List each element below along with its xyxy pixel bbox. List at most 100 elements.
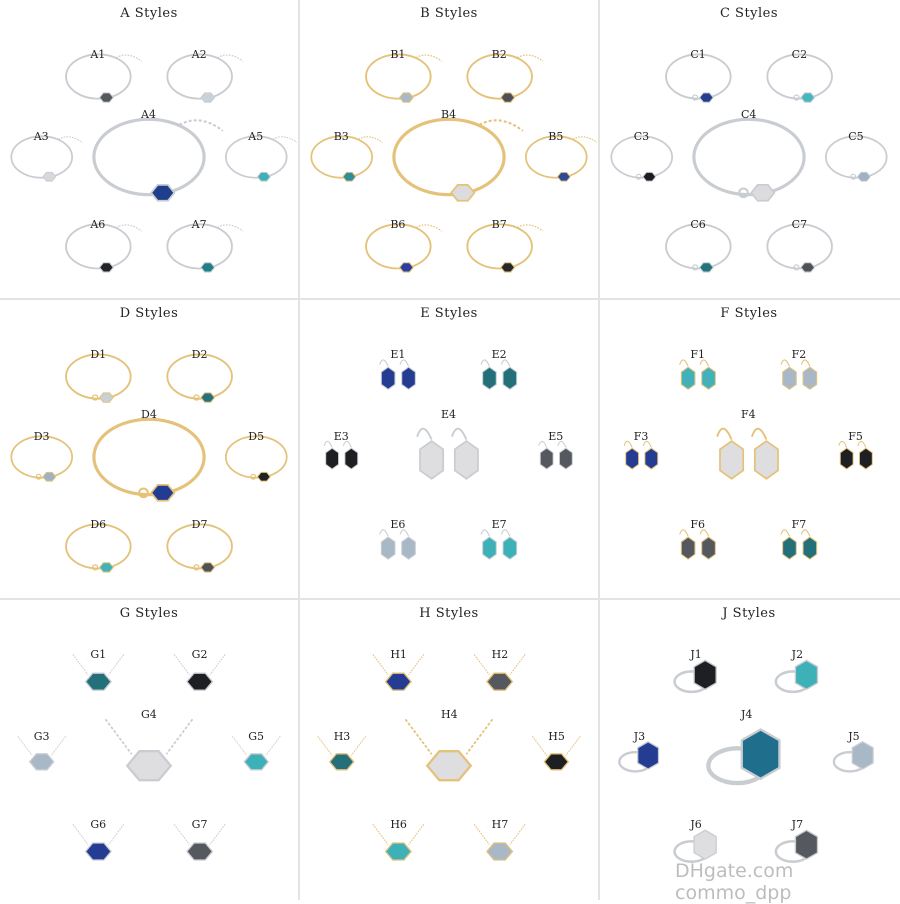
necklace-chain xyxy=(17,735,67,756)
item-label-a1: A1 xyxy=(90,47,106,61)
item-label-c7: C7 xyxy=(791,217,808,231)
item-h7 xyxy=(473,823,526,861)
item-label-f5: F5 xyxy=(848,429,863,443)
ear-wire xyxy=(416,427,433,440)
ear-wire xyxy=(557,440,567,448)
druzy-stone xyxy=(256,471,271,482)
item-label-d2: D2 xyxy=(191,347,208,361)
item-label-e3: E3 xyxy=(333,429,349,443)
druzy-stone xyxy=(740,728,781,781)
druzy-stone xyxy=(482,536,497,560)
ear-wire xyxy=(679,529,689,537)
item-h3 xyxy=(317,735,367,771)
bangle-knot xyxy=(691,94,699,101)
item-j5 xyxy=(832,741,874,773)
product-art xyxy=(317,654,581,861)
item-e1 xyxy=(379,359,416,390)
druzy-stone xyxy=(380,366,396,390)
item-j7 xyxy=(774,829,819,863)
item-h6 xyxy=(372,823,425,861)
necklace-chain xyxy=(173,823,226,846)
druzy-pendant xyxy=(84,672,112,691)
item-e7 xyxy=(480,529,518,560)
item-label-d6: D6 xyxy=(90,517,107,531)
item-label-d3: D3 xyxy=(33,429,50,443)
extender-chain xyxy=(572,136,598,143)
item-j3 xyxy=(618,741,660,773)
extender-chain xyxy=(58,136,83,143)
item-j1 xyxy=(673,659,717,694)
bracelet-band xyxy=(166,353,233,400)
bracelet-band xyxy=(92,417,206,497)
panel-title: B Styles xyxy=(420,6,478,21)
necklace-chain xyxy=(372,654,425,676)
ear-wire xyxy=(480,529,490,537)
bangle-knot xyxy=(91,394,99,401)
item-d7 xyxy=(166,523,233,573)
bracelet-band xyxy=(665,223,732,270)
bangle-knot xyxy=(138,487,149,499)
item-a1 xyxy=(65,53,142,103)
druzy-pendant xyxy=(384,842,412,861)
item-label-j5: J5 xyxy=(848,729,860,743)
item-a6 xyxy=(65,223,142,273)
item-label-g3: G3 xyxy=(33,729,50,743)
druzy-stone xyxy=(419,439,445,480)
item-f4 xyxy=(716,427,779,480)
bracelet-band xyxy=(166,223,233,270)
druzy-stone xyxy=(200,562,216,573)
ear-wire xyxy=(379,359,389,367)
druzy-stone xyxy=(325,447,340,470)
item-label-c2: C2 xyxy=(791,47,808,61)
item-g6 xyxy=(72,823,125,861)
ear-wire xyxy=(399,529,410,537)
item-label-f6: F6 xyxy=(690,517,705,531)
druzy-stone xyxy=(256,171,271,182)
druzy-pendant xyxy=(384,672,412,691)
druzy-stone xyxy=(698,92,714,103)
bracelet-band xyxy=(766,223,833,270)
extender-chain xyxy=(217,224,244,232)
item-b5 xyxy=(525,135,598,182)
panel-title: H Styles xyxy=(419,606,479,621)
item-label-j2: J2 xyxy=(791,647,804,661)
bracelet-band xyxy=(65,53,132,100)
extender-chain xyxy=(178,119,224,132)
extender-chain xyxy=(272,136,298,143)
druzy-stone xyxy=(150,183,176,202)
ear-wire xyxy=(838,440,848,448)
necklace-chain xyxy=(473,823,526,846)
necklace-chain xyxy=(231,735,281,756)
druzy-stone xyxy=(753,439,779,480)
bracelet-band xyxy=(825,135,888,179)
bracelet-band xyxy=(225,435,288,479)
item-label-h1: H1 xyxy=(390,647,407,661)
item-a2 xyxy=(166,53,244,103)
necklace-chain xyxy=(173,654,226,676)
druzy-stone xyxy=(859,447,873,470)
item-label-c6: C6 xyxy=(690,217,706,231)
ear-wire xyxy=(623,440,633,448)
bracelet-band xyxy=(766,53,833,100)
item-d2 xyxy=(166,353,233,403)
item-h4 xyxy=(404,718,494,782)
item-e5 xyxy=(538,440,573,470)
druzy-stone xyxy=(680,536,696,560)
item-d5 xyxy=(225,435,288,482)
item-h5 xyxy=(531,735,581,771)
bracelet-band xyxy=(310,135,374,179)
panel-title: G Styles xyxy=(119,606,179,621)
druzy-stone xyxy=(839,447,854,470)
bangle-knot xyxy=(793,94,800,101)
druzy-stone xyxy=(782,536,797,560)
druzy-stone xyxy=(782,366,797,390)
druzy-stone xyxy=(482,366,497,390)
ear-wire xyxy=(342,440,352,448)
bracelet-band xyxy=(10,435,74,479)
druzy-stone xyxy=(453,439,479,480)
item-j2 xyxy=(774,659,819,694)
item-c3 xyxy=(610,135,674,182)
item-label-d1: D1 xyxy=(90,347,107,361)
